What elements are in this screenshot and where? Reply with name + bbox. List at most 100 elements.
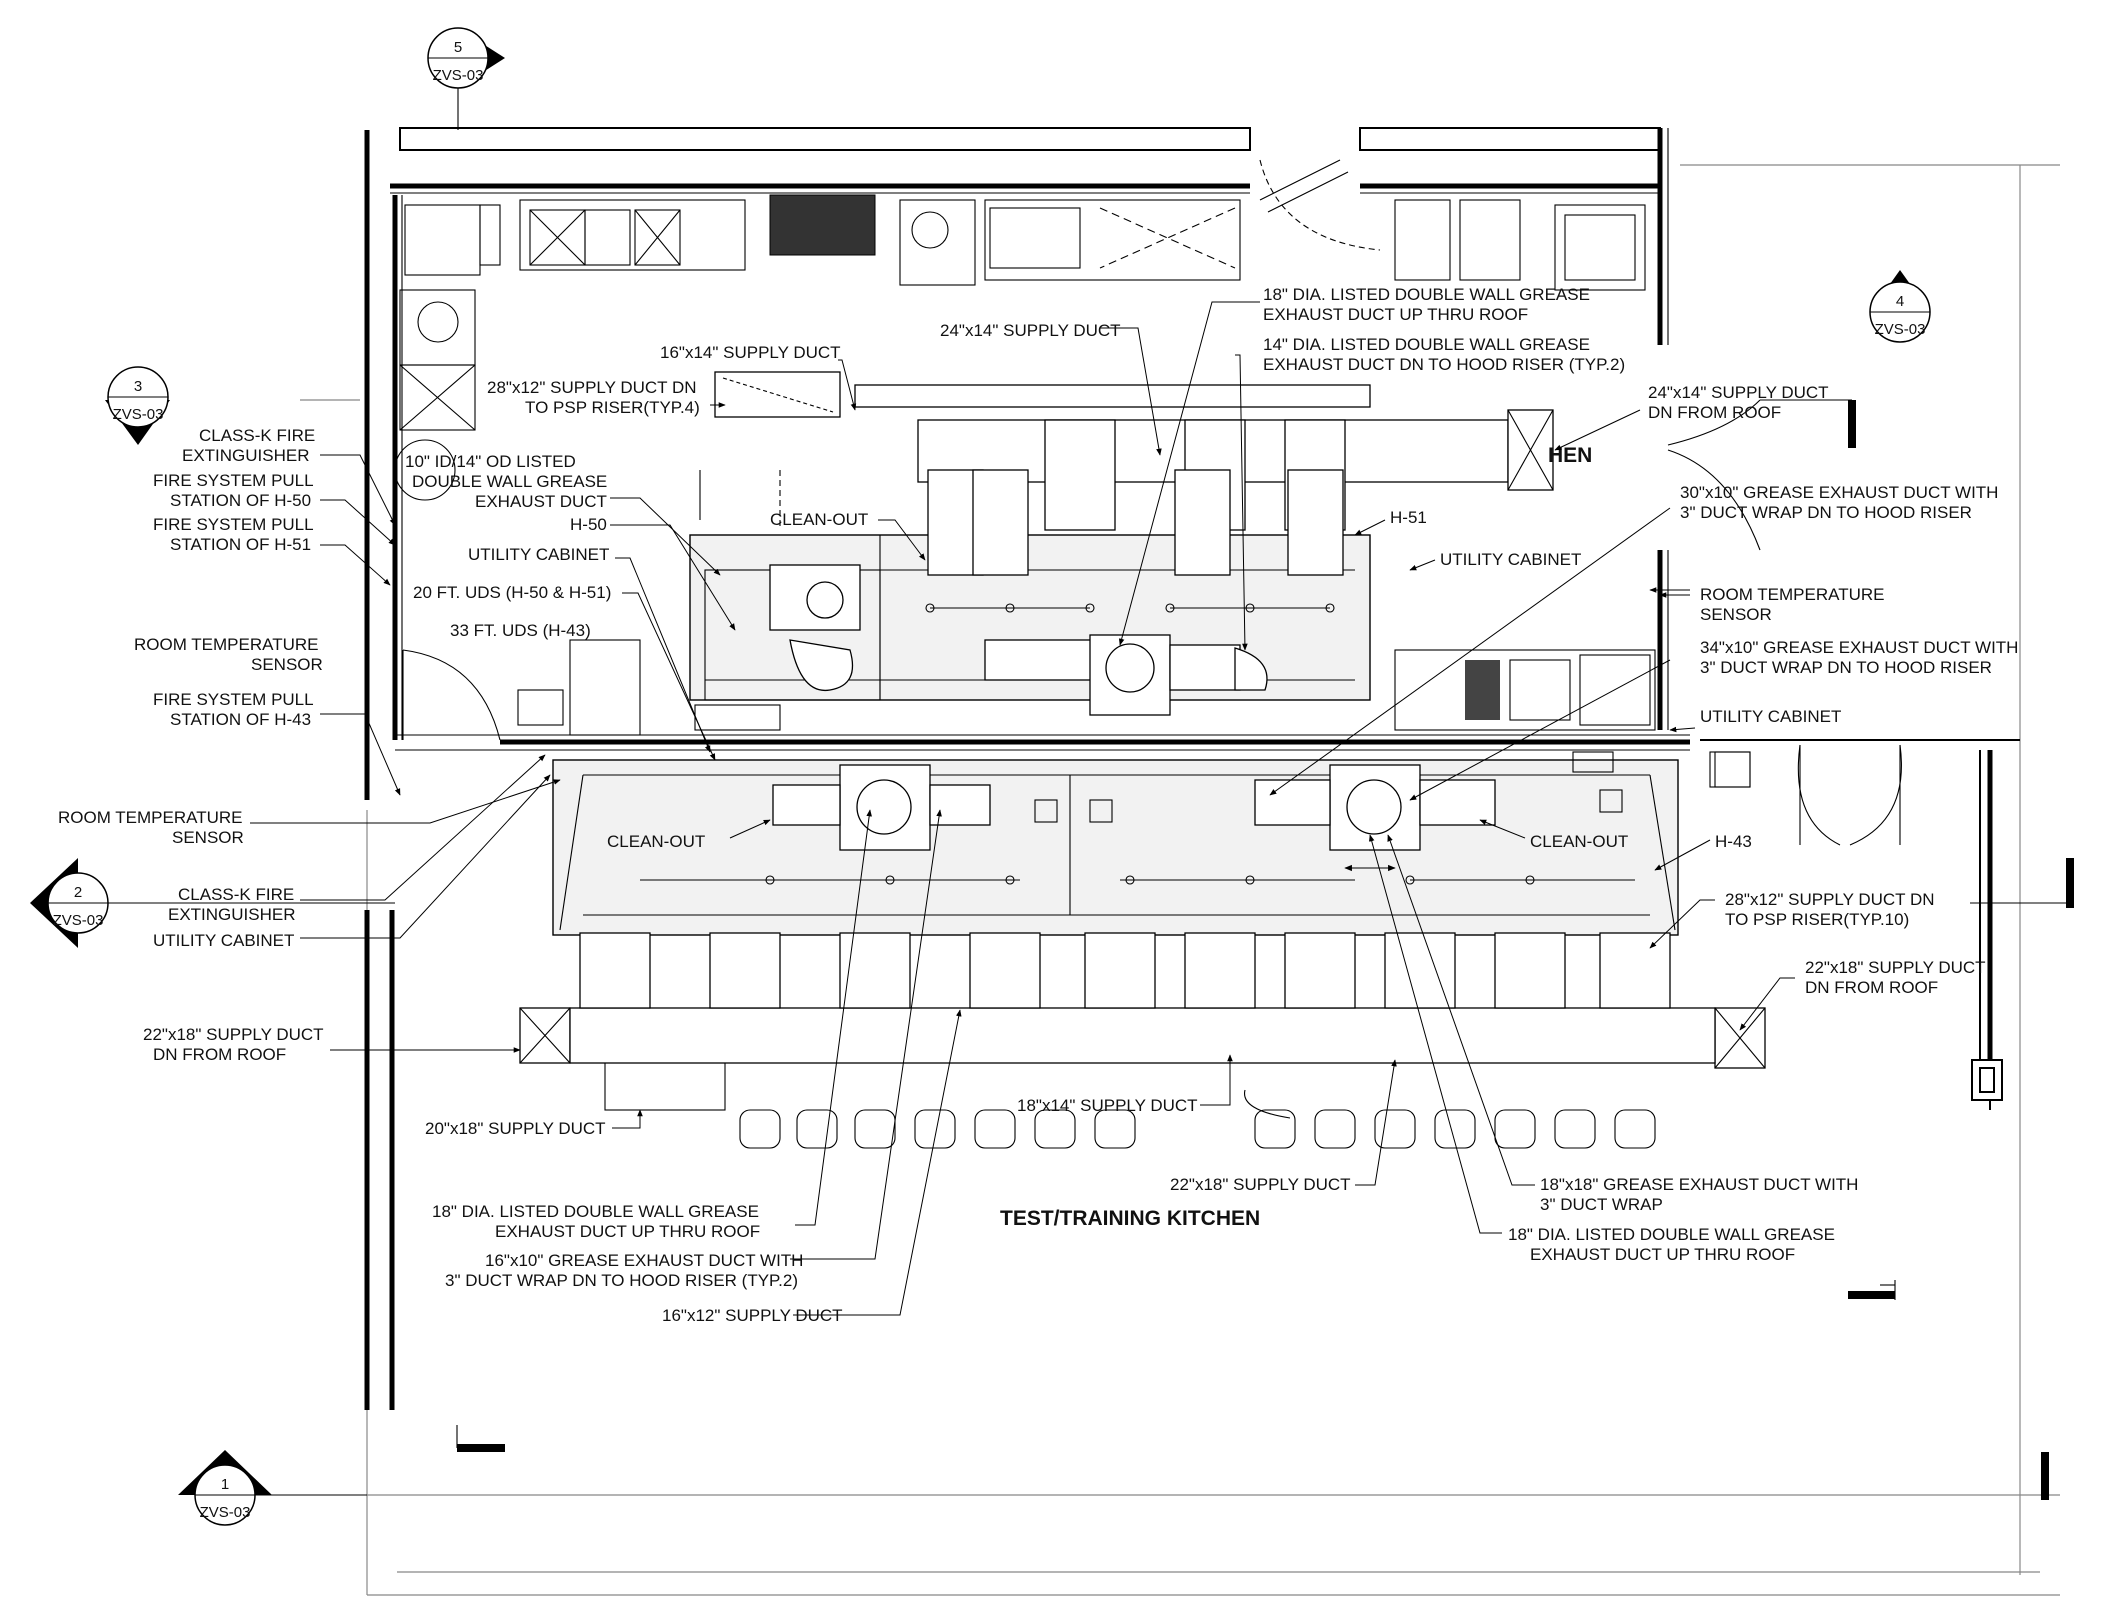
callout-20ft-uds: 20 FT. UDS (H-50 & H-51)	[413, 583, 611, 602]
kitchen-room-label: HEN	[1548, 444, 1592, 467]
callout-supply-duct-22x18: 22"x18" SUPPLY DUCT	[1170, 1175, 1351, 1194]
callout-utility-cabinet-south: UTILITY CABINET	[153, 931, 294, 950]
svg-text:UTILITY CABINET: UTILITY CABINET	[1700, 707, 1841, 726]
section-number: 2	[74, 884, 82, 901]
svg-text:16"x12" SUPPLY DUCT: 16"x12" SUPPLY DUCT	[662, 1306, 843, 1325]
section-number: 1	[221, 1476, 229, 1493]
section-number: 5	[454, 39, 462, 56]
section-sheet: ZVS-03	[53, 912, 104, 929]
callout-leaders	[250, 301, 1795, 1316]
section-number: 4	[1896, 293, 1904, 310]
svg-text:CLEAN-OUT: CLEAN-OUT	[1530, 832, 1628, 851]
callout-utility-cabinet-north-west: UTILITY CABINET	[468, 545, 609, 564]
callout-clean-out-south-east: CLEAN-OUT	[1530, 832, 1628, 851]
svg-text:20 FT. UDS (H-50 & H-51): 20 FT. UDS (H-50 & H-51)	[413, 583, 611, 602]
hood-h50-h51	[689, 534, 1371, 731]
svg-text:18" DIA. LISTED DOUBLE WALL GR: 18" DIA. LISTED DOUBLE WALL GREASEEXHAUS…	[1263, 285, 1590, 324]
callout-supply-duct-16x12: 16"x12" SUPPLY DUCT	[662, 1306, 843, 1325]
callout-clean-out-north: CLEAN-OUT	[770, 510, 868, 529]
section-sheet: ZVS-03	[113, 406, 164, 423]
svg-text:UTILITY CABINET: UTILITY CABINET	[1440, 550, 1581, 569]
section-number: 3	[134, 378, 142, 395]
bar-stools	[739, 1109, 1656, 1149]
svg-text:CLEAN-OUT: CLEAN-OUT	[770, 510, 868, 529]
svg-text:H-43: H-43	[1715, 832, 1752, 851]
svg-text:18" DIA. LISTED DOUBLE WALL GR: 18" DIA. LISTED DOUBLE WALL GREASEEXHAUS…	[432, 1202, 760, 1241]
callout-supply-duct-20x18: 20"x18" SUPPLY DUCT	[425, 1119, 606, 1138]
svg-text:20"x18" SUPPLY DUCT: 20"x18" SUPPLY DUCT	[425, 1119, 606, 1138]
svg-text:18"x14" SUPPLY DUCT: 18"x14" SUPPLY DUCT	[1017, 1096, 1198, 1115]
callout-supply-duct-16x14: 16"x14" SUPPLY DUCT	[660, 343, 841, 362]
section-marker-2: 2 ZVS-03	[30, 858, 395, 948]
section-sheet: ZVS-03	[1875, 321, 1926, 338]
svg-text:18" DIA. LISTED DOUBLE WALL GR: 18" DIA. LISTED DOUBLE WALL GREASEEXHAUS…	[1508, 1225, 1835, 1264]
svg-text:UTILITY CABINET: UTILITY CABINET	[468, 545, 609, 564]
svg-text:CLEAN-OUT: CLEAN-OUT	[607, 832, 705, 851]
callout-clean-out-south-west: CLEAN-OUT	[607, 832, 705, 851]
section-marker-5: 5 ZVS-03	[427, 27, 505, 130]
svg-text:H-51: H-51	[1390, 508, 1427, 527]
section-marker-1: 1 ZVS-03	[178, 1450, 367, 1526]
callout-h43: H-43	[1715, 832, 1752, 851]
ductwork-north	[699, 371, 1554, 716]
kitchen-equipment	[394, 194, 1751, 1149]
callout-supply-duct-24x14: 24"x14" SUPPLY DUCT	[940, 321, 1121, 340]
svg-text:33 FT. UDS (H-43): 33 FT. UDS (H-43)	[450, 621, 591, 640]
svg-text:14" DIA. LISTED DOUBLE WALL GR: 14" DIA. LISTED DOUBLE WALL GREASEEXHAUS…	[1263, 335, 1625, 374]
callout-utility-cabinet-north-east: UTILITY CABINET	[1440, 550, 1581, 569]
section-marker-3: 3 ZVS-03	[105, 366, 170, 445]
section-sheet: ZVS-03	[200, 1504, 251, 1521]
ductwork-south	[519, 764, 1766, 1069]
callout-supply-duct-18x14: 18"x14" SUPPLY DUCT	[1017, 1096, 1198, 1115]
test-training-kitchen-label: TEST/TRAINING KITCHEN	[1000, 1207, 1260, 1230]
building-walls	[300, 127, 2074, 1596]
callout-h51: H-51	[1390, 508, 1427, 527]
callout-h50: H-50	[570, 515, 607, 534]
svg-text:24"x14" SUPPLY DUCT: 24"x14" SUPPLY DUCT	[940, 321, 1121, 340]
callout-utility-cabinet-east: UTILITY CABINET	[1700, 707, 1841, 726]
callout-33ft-uds: 33 FT. UDS (H-43)	[450, 621, 591, 640]
svg-text:UTILITY CABINET: UTILITY CABINET	[153, 931, 294, 950]
section-marker-4: 4 ZVS-03	[1869, 270, 1931, 343]
